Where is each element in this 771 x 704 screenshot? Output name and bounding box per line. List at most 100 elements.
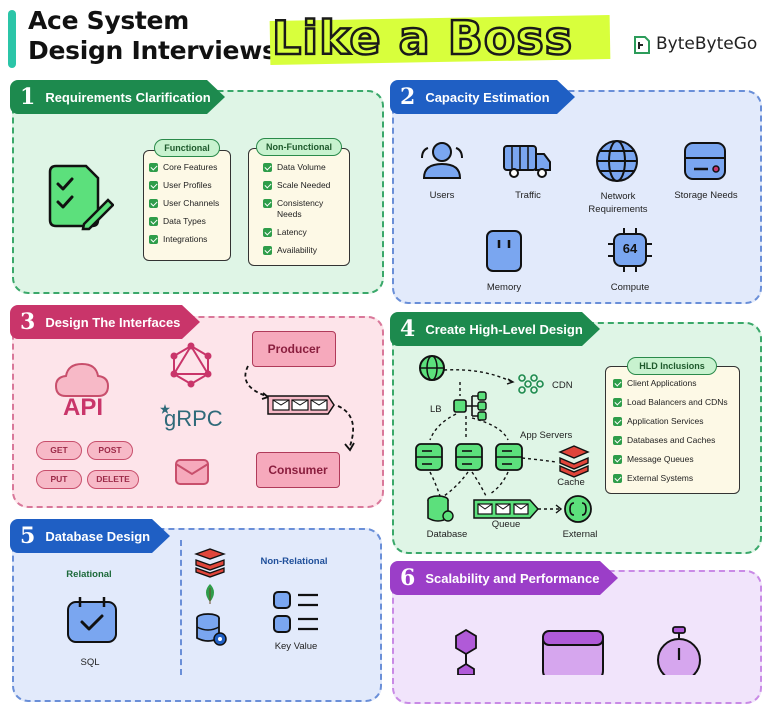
bytebytego-logo-icon	[634, 36, 650, 54]
storage-needs-label: Storage Needs	[674, 190, 738, 201]
mongodb-leaf-icon	[206, 584, 214, 604]
key-value-icon	[273, 591, 318, 633]
hld-architecture-diagram	[415, 355, 592, 523]
list-item: User Profiles	[149, 180, 229, 191]
compute-label: Compute	[610, 282, 650, 293]
list-item: Client Applications	[613, 378, 737, 389]
api-label: API	[62, 394, 103, 421]
cache-label: Cache	[557, 477, 585, 488]
check-icon	[149, 217, 158, 226]
check-icon	[613, 417, 622, 426]
list-item: External Systems	[613, 473, 737, 484]
memory-icon	[486, 230, 522, 272]
check-icon	[613, 379, 622, 388]
users-icon	[421, 142, 463, 179]
hld-tab: 4 Create High-Level Design	[390, 312, 600, 346]
requirements-tab: 1 Requirements Clarification	[10, 80, 225, 114]
hld-inclusions-list: Client Applications Load Balancers and C…	[613, 378, 737, 492]
section-number: 2	[400, 84, 416, 110]
users-label: Users	[429, 190, 455, 201]
section-title: Requirements Clarification	[45, 89, 211, 105]
check-icon	[263, 199, 272, 208]
cloud-icon	[54, 362, 110, 397]
check-icon	[149, 181, 158, 190]
hld-inclusions-box	[605, 366, 740, 494]
key-value-label: Key Value	[274, 641, 318, 652]
cpu-chip-icon	[608, 228, 652, 272]
check-icon	[613, 455, 622, 464]
check-icon	[149, 199, 158, 208]
non-functional-list: Data Volume Scale Needed Consistency Nee…	[263, 162, 345, 263]
database-label: Database	[426, 529, 468, 540]
check-icon	[149, 235, 158, 244]
queue-label: Queue	[491, 519, 521, 530]
traffic-label: Traffic	[515, 190, 541, 201]
title-accent-bar	[8, 10, 16, 68]
capacity-panel	[392, 90, 762, 304]
list-item: Data Types	[149, 216, 229, 227]
check-icon	[263, 228, 272, 237]
page-title: Ace System Design Interviews	[28, 6, 277, 66]
post-method-badge: POST	[87, 441, 133, 460]
database-settings-icon	[196, 613, 227, 646]
graphql-icon	[170, 342, 212, 388]
put-method-badge: PUT	[36, 470, 82, 489]
non-relational-heading: Non-Relational	[260, 556, 328, 567]
list-item: Integrations	[149, 234, 229, 245]
list-item: Message Queues	[613, 454, 737, 465]
list-item: Application Services	[613, 416, 737, 427]
list-item: Latency	[263, 227, 345, 238]
redis-icon	[194, 548, 226, 578]
list-item: User Channels	[149, 198, 229, 209]
message-envelope-icon	[175, 459, 209, 485]
list-item: Data Volume	[263, 162, 345, 173]
checklist-document-icon	[48, 164, 114, 231]
list-item: Consistency Needs	[263, 198, 345, 220]
database-tab: 5 Database Design	[10, 519, 170, 553]
database-divider	[180, 540, 182, 675]
section-title: Scalability and Performance	[425, 570, 600, 586]
brand-name: ByteByteGo	[656, 34, 758, 54]
get-method-badge: GET	[36, 441, 82, 460]
list-item: Availability	[263, 245, 345, 256]
relational-heading: Relational	[66, 569, 112, 580]
grpc-label: gRPC	[164, 406, 223, 431]
non-functional-heading: Non-Functional	[256, 138, 342, 156]
functional-list: Core Features User Profiles User Channel…	[149, 162, 229, 252]
memory-label: Memory	[486, 282, 522, 293]
lb-label: LB	[430, 404, 442, 415]
section-title: Create High-Level Design	[425, 321, 583, 337]
producer-consumer-flow	[244, 365, 355, 452]
section-number: 3	[20, 309, 36, 335]
check-icon	[613, 398, 622, 407]
delete-method-badge: DELETE	[87, 470, 139, 489]
section-number: 1	[20, 84, 36, 110]
section-title: Design The Interfaces	[45, 314, 181, 330]
cpu-chip-text: 64	[622, 241, 638, 256]
list-item: Core Features	[149, 162, 229, 173]
interfaces-tab: 3 Design The Interfaces	[10, 305, 200, 339]
section-number: 6	[400, 565, 416, 591]
section-title: Database Design	[45, 528, 151, 544]
producer-box: Producer	[252, 331, 336, 367]
list-item: Databases and Caches	[613, 435, 737, 446]
check-icon	[263, 181, 272, 190]
capacity-tab: 2 Capacity Estimation	[390, 80, 575, 114]
title-line-1: Ace System	[28, 6, 189, 35]
check-icon	[149, 163, 158, 172]
grpc-star-icon	[160, 404, 170, 414]
network-requirements-label: Network Requirements	[588, 191, 648, 215]
truck-icon	[503, 145, 551, 178]
stopwatch-icon	[657, 626, 701, 675]
list-item: Load Balancers and CDNs	[613, 397, 737, 408]
check-icon	[263, 246, 272, 255]
scaling-nodes-icon	[455, 628, 477, 675]
app-servers-label: App Servers	[520, 430, 573, 441]
section-number: 5	[20, 523, 36, 549]
calendar-check-icon	[67, 597, 117, 643]
functional-heading: Functional	[154, 139, 220, 157]
check-icon	[263, 163, 272, 172]
section-title: Capacity Estimation	[425, 89, 550, 105]
title-line-2: Design Interviews	[28, 36, 277, 65]
storage-drive-icon	[684, 142, 726, 180]
